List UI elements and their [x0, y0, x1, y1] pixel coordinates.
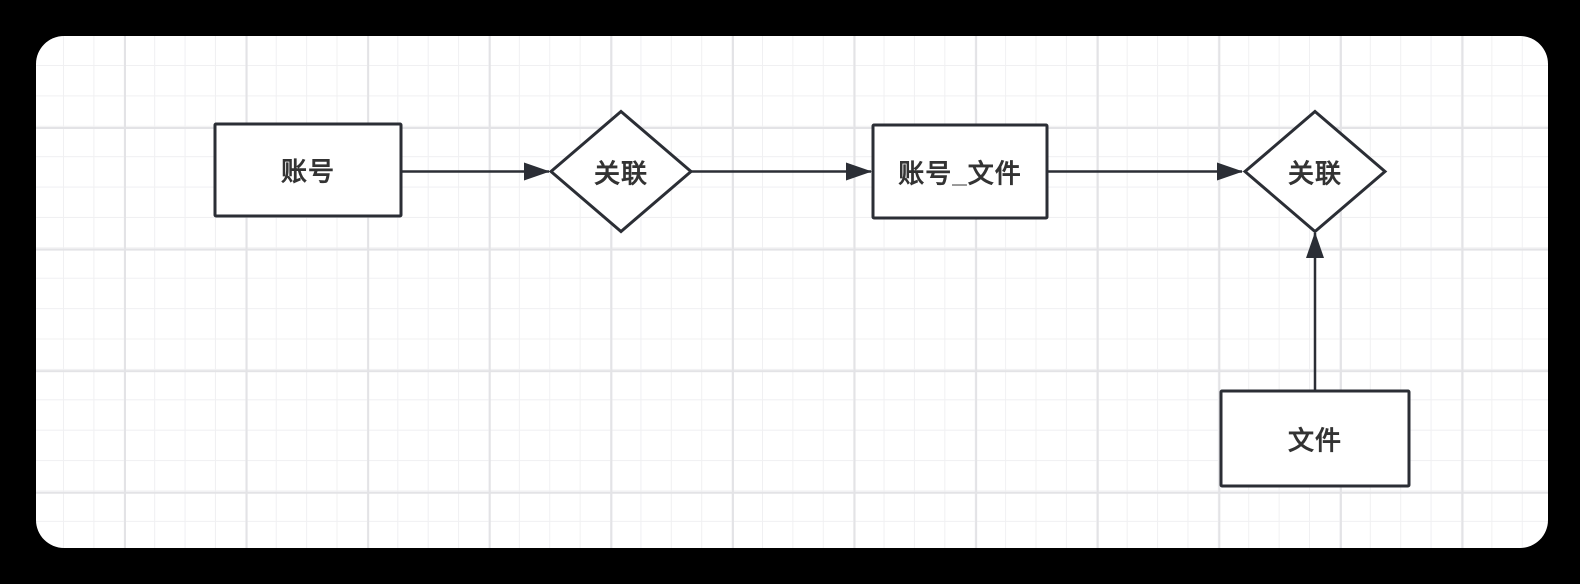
diagram-svg — [213, 109, 1411, 488]
node-relation2-diamond[interactable] — [1242, 109, 1388, 234]
diagram-canvas[interactable]: 账号 关联 账号_文件 关联 文件 — [36, 36, 1548, 548]
node-account-rectangle[interactable] — [213, 122, 403, 218]
node-file-rectangle[interactable] — [1219, 389, 1411, 488]
node-account-file-rectangle[interactable] — [871, 123, 1049, 220]
node-relation1-diamond[interactable] — [548, 109, 694, 234]
